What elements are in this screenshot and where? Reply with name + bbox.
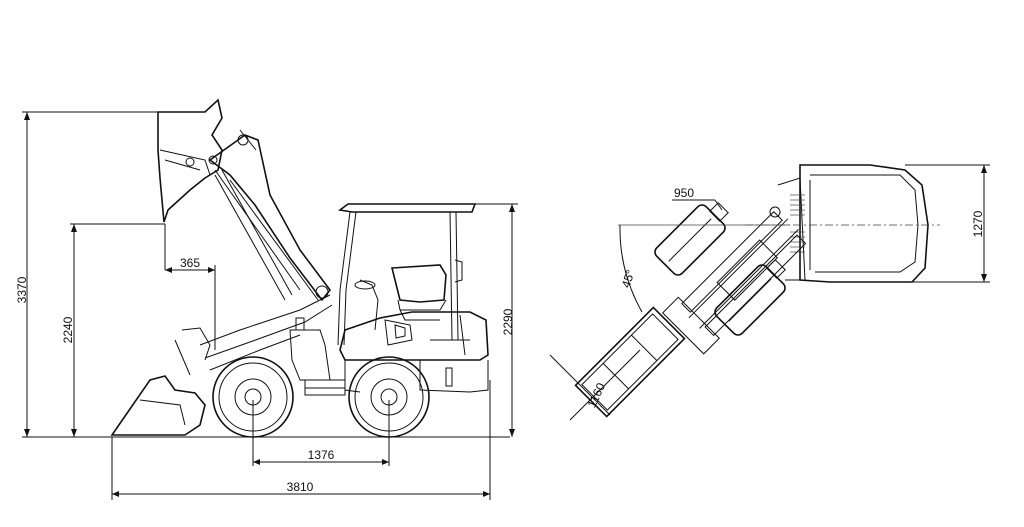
dim-label-dump-reach: 365	[180, 256, 200, 270]
dim-steer-angle: 45°	[618, 224, 790, 313]
rear-body	[339, 311, 489, 393]
front-wheel-left-top	[654, 204, 726, 276]
front-frame-top	[662, 211, 807, 355]
dim-max-height: 3370	[15, 111, 160, 438]
side-view: 3370 2240 365 2290	[15, 98, 518, 500]
steering-column	[354, 279, 379, 331]
raised-bucket	[157, 98, 223, 223]
bucket-top	[574, 306, 686, 418]
rear-body-top	[745, 164, 940, 283]
dim-articulation-width: 950	[672, 186, 723, 211]
dim-label-rear-width: 1270	[971, 210, 985, 237]
dim-label-overall-length: 3810	[287, 480, 314, 494]
dim-label-steer-angle: 45°	[619, 268, 638, 290]
dim-label-max-height: 3370	[15, 276, 29, 303]
dim-wheelbase: 1376	[252, 400, 390, 466]
dim-label-wheelbase: 1376	[308, 448, 335, 462]
lift-arm	[208, 129, 332, 302]
top-view: 950 45° 1160 1270	[549, 164, 990, 421]
dim-label-pin-height: 2240	[61, 316, 75, 343]
front-wheel-right-top	[714, 264, 786, 336]
dim-pin-height: 2240	[61, 223, 165, 437]
dim-dump-reach: 365	[164, 224, 216, 350]
cab-canopy	[337, 203, 477, 346]
dim-label-articulation-width: 950	[674, 186, 694, 200]
dim-label-cab-height: 2290	[501, 308, 515, 335]
lift-arm-lowered	[199, 294, 333, 371]
dim-bucket-width: 1160	[549, 349, 641, 421]
dim-overall-length: 3810	[111, 380, 491, 500]
pivot-mount	[709, 202, 786, 279]
dim-rear-width: 1270	[905, 164, 990, 283]
front-frame	[289, 317, 346, 396]
lowered-bucket	[110, 327, 211, 436]
dim-cab-height: 2290	[475, 203, 518, 437]
